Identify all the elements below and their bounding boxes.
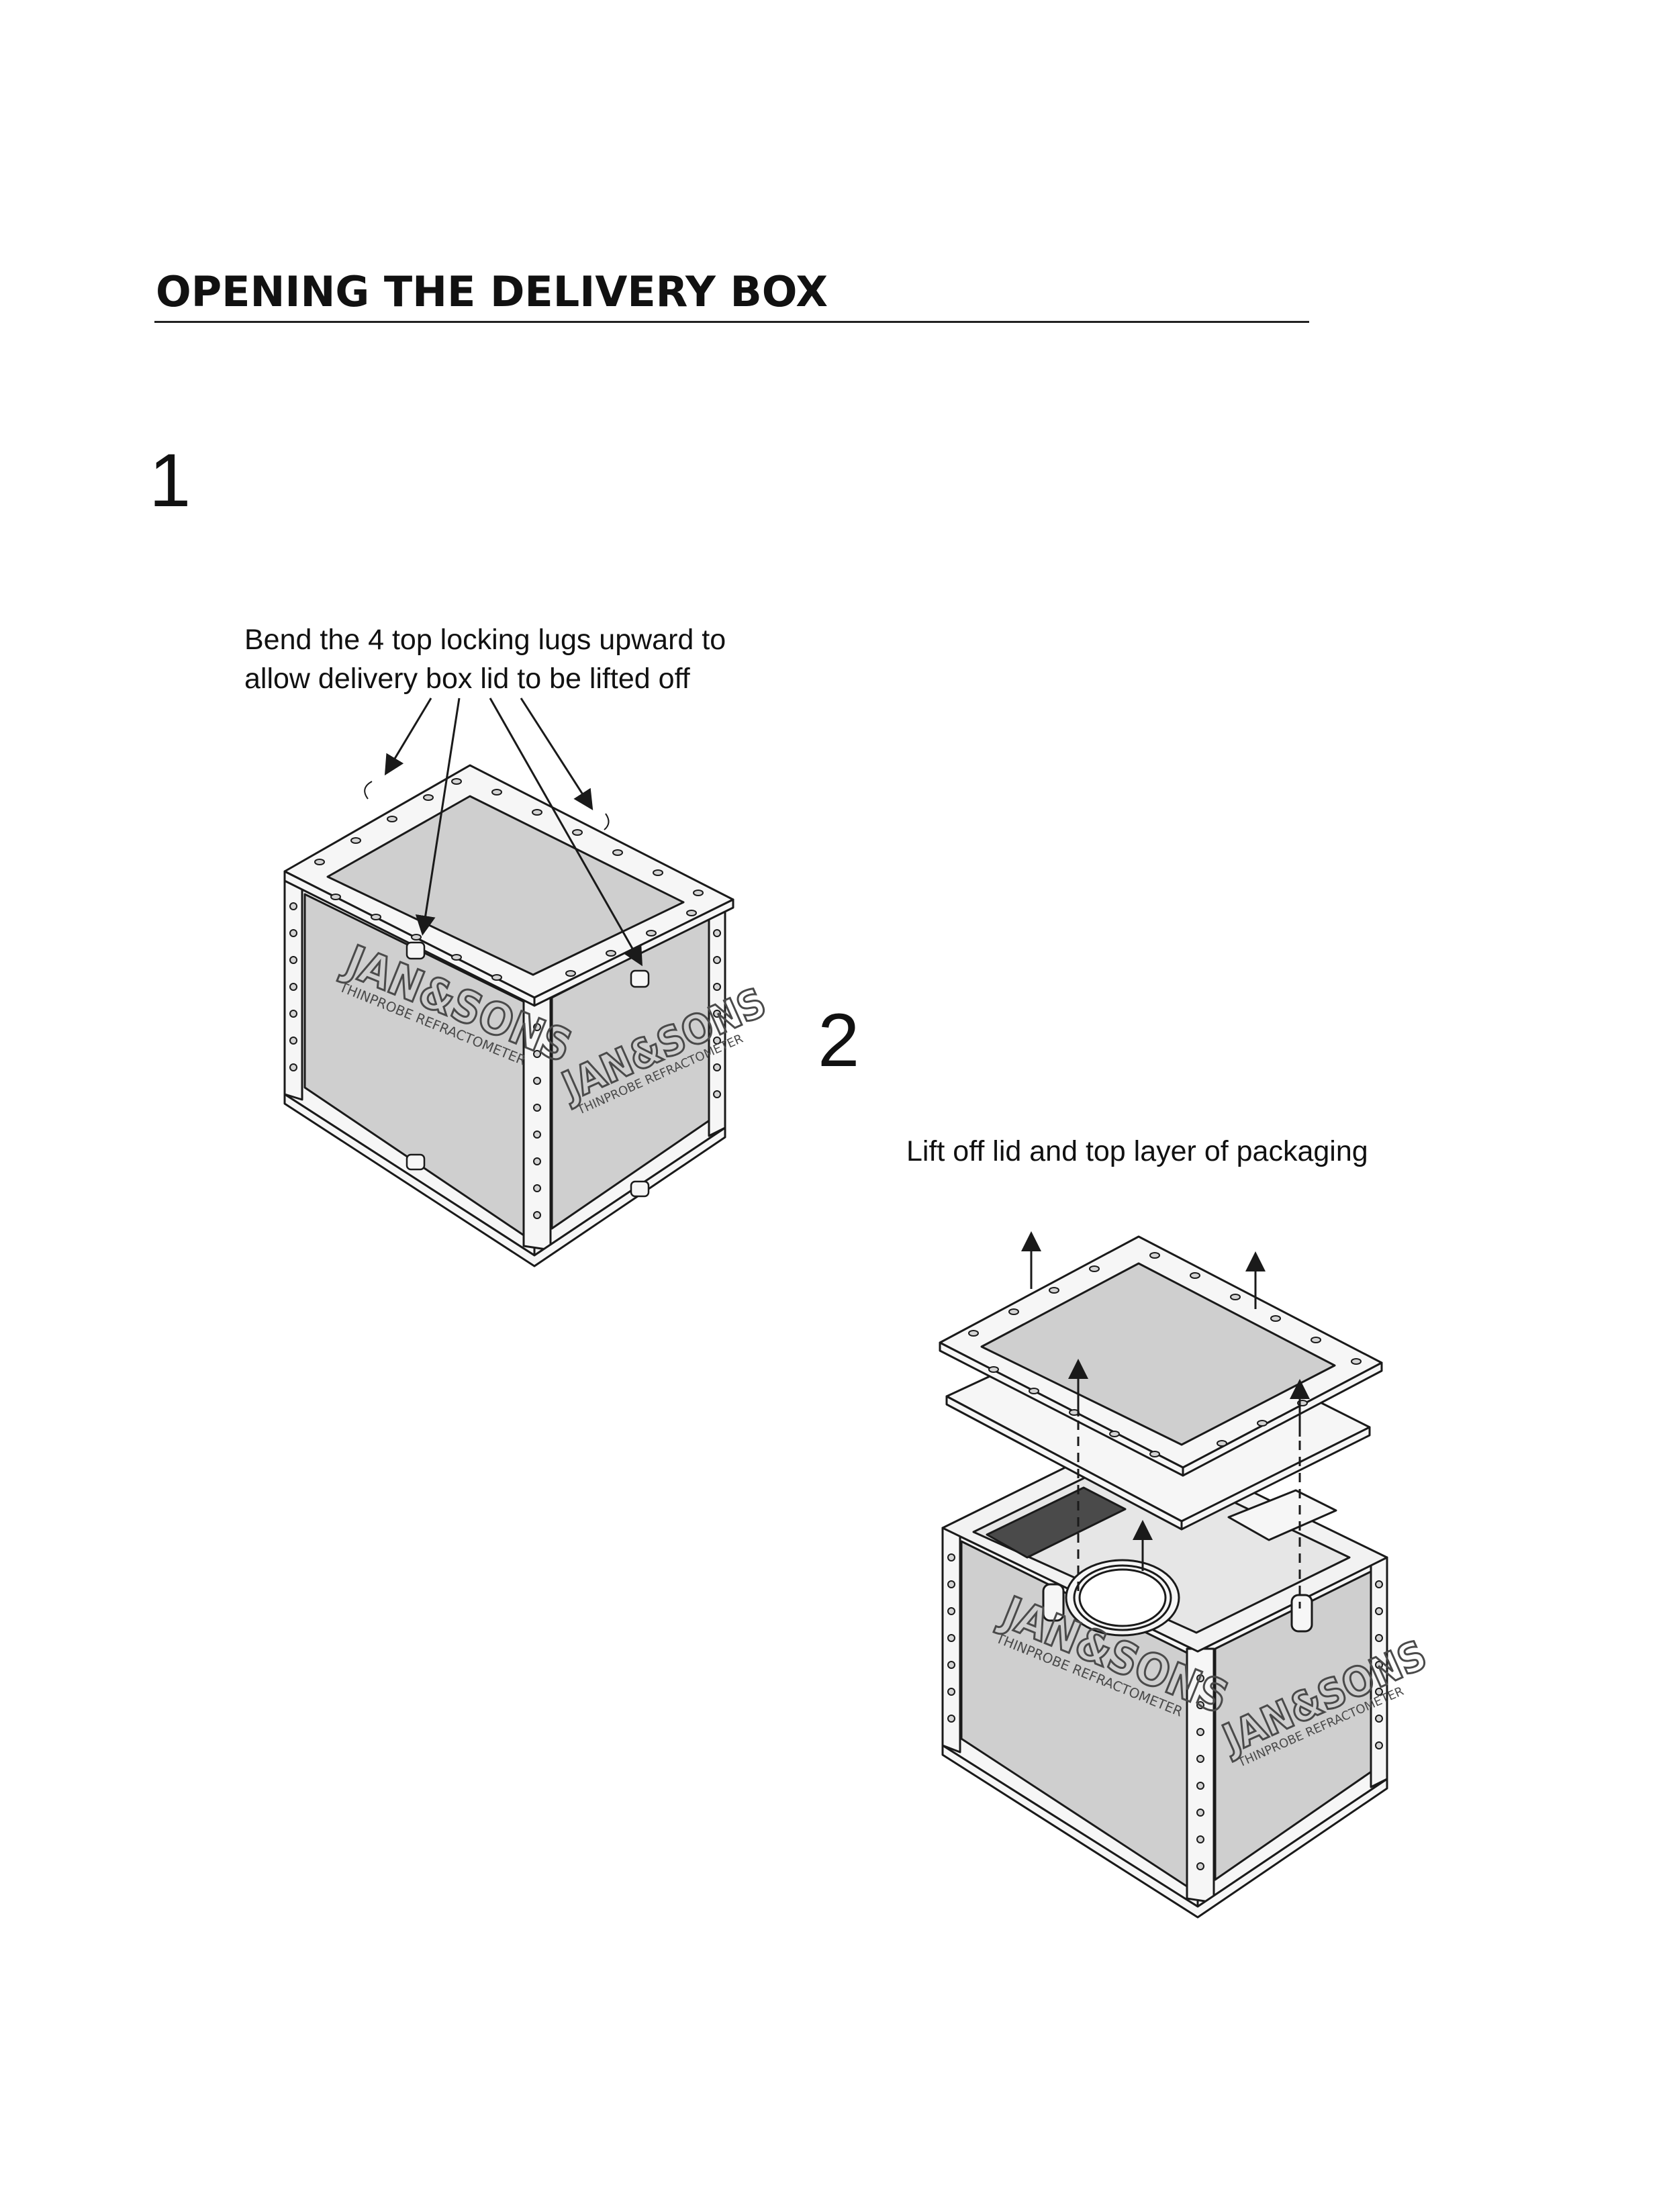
page-title: OPENING THE DELIVERY BOX (156, 267, 828, 316)
closed-box-illustration: JAN&SONS THINPROBE REFRACTOMETER JAN&SON… (283, 698, 774, 1267)
locking-lug-front-left (406, 941, 426, 960)
title-underline (154, 321, 1309, 323)
step-2-instruction: Lift off lid and top layer of packaging (906, 1135, 1368, 1167)
lug-pointer-arrows (384, 698, 643, 967)
locking-lug-front-right (630, 969, 650, 988)
step-1-instruction-line-1: Bend the 4 top locking lugs upward to (244, 624, 726, 656)
instrument (1227, 1489, 1337, 1541)
lift-arrows (1021, 1231, 1310, 1608)
step-1-instruction-line-2: allow delivery box lid to be lifted off (244, 663, 690, 695)
step-1-number: 1 (149, 438, 191, 522)
open-box-illustration: JAN&SONS THINPROBE REFRACTOMETER JAN&SON… (939, 1231, 1435, 1919)
step-1-instruction: Bend the 4 top locking lugs upward to al… (244, 620, 849, 698)
step-2-number: 2 (818, 998, 860, 1082)
manual-card (986, 1486, 1127, 1559)
